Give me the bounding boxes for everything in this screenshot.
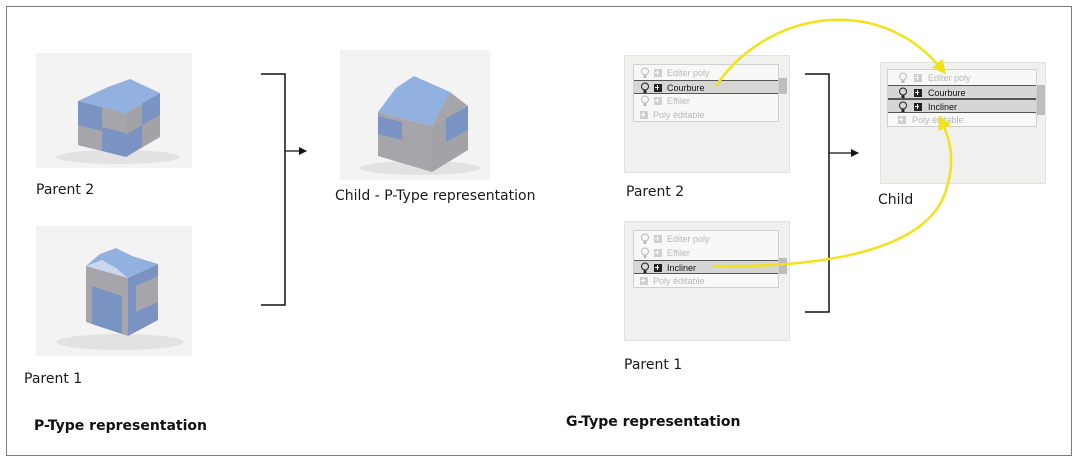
stack-item-poly-editable[interactable]: Poly éditable <box>634 274 778 288</box>
stack-item-incliner[interactable]: Incliner <box>634 260 778 274</box>
lightbulb-icon <box>641 247 649 258</box>
expand-icon <box>640 277 648 285</box>
stack-item-incliner[interactable]: Incliner <box>888 99 1036 113</box>
scrollbar-thumb[interactable] <box>779 78 787 94</box>
expand-icon <box>640 111 648 119</box>
p-parent2-caption: Parent 2 <box>36 182 95 198</box>
expand-icon <box>898 116 906 124</box>
p-child-caption: Child - P-Type representation <box>335 188 536 204</box>
stack-item-effiler[interactable]: Effiler <box>634 246 778 260</box>
stack-item-label: Effiler <box>667 248 690 258</box>
lightbulb-icon <box>641 262 649 273</box>
figure-frame <box>6 6 1072 456</box>
stack-item-editer-poly[interactable]: Editer poly <box>634 232 778 246</box>
stack-item-label: Poly éditable <box>653 110 705 120</box>
stack-item-label: Courbure <box>928 88 966 98</box>
child-house-shape <box>360 76 480 175</box>
expand-icon <box>914 74 922 82</box>
stack-item-poly-editable[interactable]: Poly éditable <box>888 113 1036 127</box>
stack-item-label: Courbure <box>667 83 705 93</box>
stack-item-editer-poly[interactable]: Editer poly <box>888 71 1036 85</box>
stack-item-courbure[interactable]: Courbure <box>888 85 1036 99</box>
stack-item-label: Editer poly <box>928 73 971 83</box>
parent1-house-shape <box>56 248 184 350</box>
g-type-title: G-Type representation <box>566 414 741 430</box>
g-child-caption: Child <box>878 192 914 208</box>
g-parent1-panel: Editer poly Effiler Incliner Poly éditab… <box>624 221 790 341</box>
expand-icon <box>654 235 662 243</box>
p-type-title: P-Type representation <box>34 418 208 434</box>
expand-icon <box>654 249 662 257</box>
stack-item-editer-poly[interactable]: Editer poly <box>634 66 778 80</box>
g-parent1-caption: Parent 1 <box>624 357 683 373</box>
stack-item-poly-editable[interactable]: Poly éditable <box>634 108 778 122</box>
lightbulb-icon <box>641 95 649 106</box>
p-parent1-caption: Parent 1 <box>24 371 83 387</box>
lightbulb-icon <box>641 233 649 244</box>
stack-item-label: Incliner <box>667 263 697 273</box>
scrollbar-thumb[interactable] <box>1037 85 1045 115</box>
stack-item-label: Poly éditable <box>912 115 964 125</box>
stack-item-label: Editer poly <box>667 68 710 78</box>
parent2-render <box>36 53 192 168</box>
stack-item-label: Poly éditable <box>653 276 705 286</box>
child-render <box>340 50 490 180</box>
parent2-house-shape <box>56 79 180 164</box>
stack-item-label: Effiler <box>667 96 690 106</box>
expand-icon <box>914 89 922 97</box>
expand-icon <box>654 84 662 92</box>
scrollbar-thumb[interactable] <box>779 258 787 274</box>
g-child-panel: Editer poly Courbure Incliner Poly édita… <box>880 62 1046 184</box>
expand-icon <box>654 69 662 77</box>
parent1-render <box>36 226 192 356</box>
stack-item-courbure[interactable]: Courbure <box>634 80 778 94</box>
modifier-stack: Editer poly Effiler Incliner Poly éditab… <box>633 230 779 288</box>
lightbulb-icon <box>641 82 649 93</box>
lightbulb-icon <box>899 87 907 98</box>
stack-item-label: Editer poly <box>667 234 710 244</box>
expand-icon <box>654 264 662 272</box>
stack-item-label: Incliner <box>928 102 958 112</box>
lightbulb-icon <box>899 101 907 112</box>
g-parent2-panel: Editer poly Courbure Effiler Poly éditab… <box>624 55 790 173</box>
stack-item-effiler[interactable]: Effiler <box>634 94 778 108</box>
lightbulb-icon <box>641 67 649 78</box>
modifier-stack: Editer poly Courbure Incliner Poly édita… <box>887 69 1037 127</box>
expand-icon <box>914 103 922 111</box>
expand-icon <box>654 97 662 105</box>
lightbulb-icon <box>899 72 907 83</box>
modifier-stack: Editer poly Courbure Effiler Poly éditab… <box>633 64 779 122</box>
g-parent2-caption: Parent 2 <box>626 184 685 200</box>
